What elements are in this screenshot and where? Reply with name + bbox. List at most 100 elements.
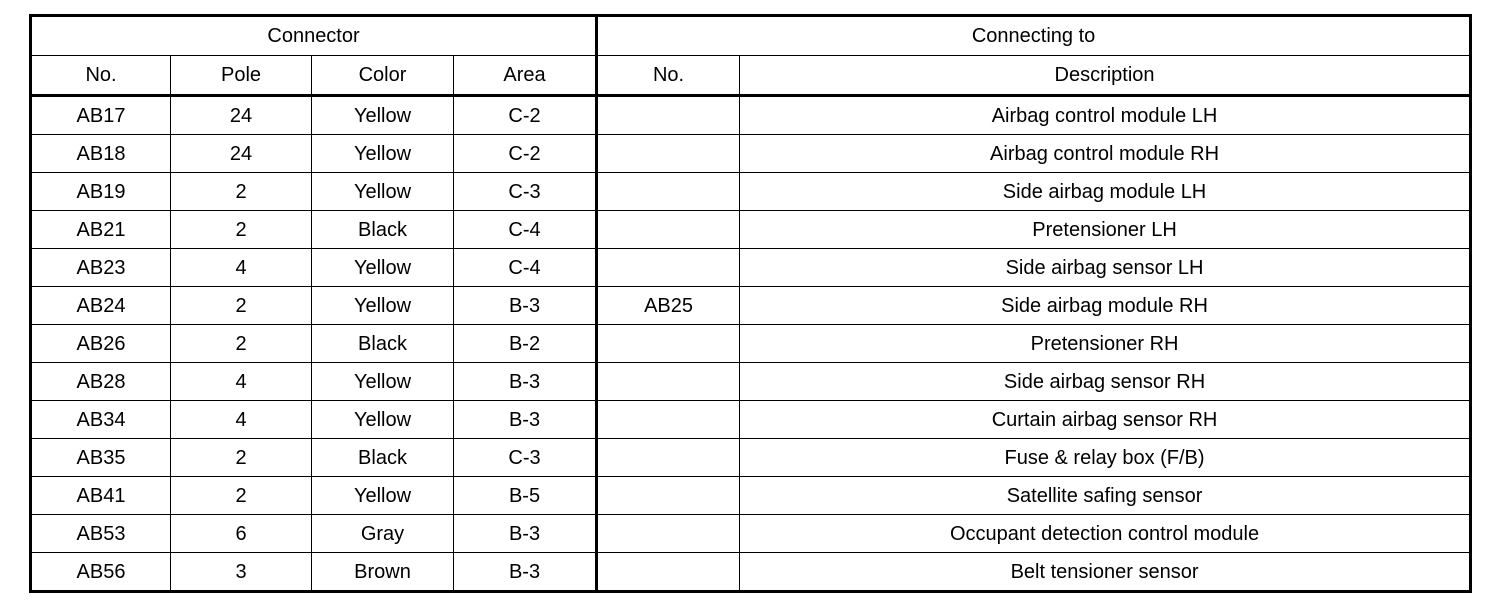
cell-pole: 2 <box>170 286 312 325</box>
cell-no: AB53 <box>30 514 171 553</box>
connector-table: Connector Connecting to No. Pole Color A… <box>29 14 1473 593</box>
table-row: AB17 24 Yellow C-2 Airbag control module… <box>30 95 1472 135</box>
cell-description: Occupant detection control module <box>739 514 1472 553</box>
cell-pole: 4 <box>170 248 312 287</box>
cell-no: AB21 <box>30 210 171 249</box>
cell-area: C-2 <box>452 95 599 135</box>
cell-pole: 24 <box>170 95 312 135</box>
cell-to-no <box>596 514 741 553</box>
cell-description: Satellite safing sensor <box>739 476 1472 515</box>
cell-area: B-3 <box>452 400 599 439</box>
cell-color: Black <box>311 438 454 477</box>
column-header-no: No. <box>30 55 171 97</box>
cell-color: Yellow <box>311 286 454 325</box>
cell-no: AB17 <box>30 95 171 135</box>
cell-description: Curtain airbag sensor RH <box>739 400 1472 439</box>
cell-pole: 3 <box>170 552 312 592</box>
cell-area: C-3 <box>452 172 599 211</box>
cell-color: Yellow <box>311 172 454 211</box>
cell-pole: 2 <box>170 476 312 515</box>
cell-description: Side airbag module LH <box>739 172 1472 211</box>
cell-no: AB23 <box>30 248 171 287</box>
cell-to-no <box>596 476 741 515</box>
column-header-pole: Pole <box>170 55 312 97</box>
cell-area: C-3 <box>452 438 599 477</box>
cell-no: AB24 <box>30 286 171 325</box>
cell-area: C-2 <box>452 134 599 173</box>
cell-description: Side airbag sensor LH <box>739 248 1472 287</box>
cell-no: AB35 <box>30 438 171 477</box>
cell-area: B-2 <box>452 324 599 363</box>
table-head: Connector Connecting to No. Pole Color A… <box>29 15 1472 97</box>
cell-area: B-3 <box>452 286 599 325</box>
cell-area: C-4 <box>452 210 599 249</box>
cell-no: AB26 <box>30 324 171 363</box>
table-row: AB28 4 Yellow B-3 Side airbag sensor RH <box>30 362 1472 401</box>
cell-pole: 2 <box>170 172 312 211</box>
table-row: AB35 2 Black C-3 Fuse & relay box (F/B) <box>30 438 1472 477</box>
cell-area: B-3 <box>452 362 599 401</box>
column-header-to-no: No. <box>596 55 741 97</box>
cell-to-no <box>596 210 741 249</box>
cell-description: Belt tensioner sensor <box>739 552 1472 592</box>
cell-description: Fuse & relay box (F/B) <box>739 438 1472 477</box>
table-row: AB41 2 Yellow B-5 Satellite safing senso… <box>30 476 1472 515</box>
cell-to-no <box>596 552 741 592</box>
group-header-connecting-to: Connecting to <box>596 15 1472 56</box>
cell-color: Yellow <box>311 400 454 439</box>
cell-description: Airbag control module LH <box>739 95 1472 135</box>
table-row: AB56 3 Brown B-3 Belt tensioner sensor <box>30 552 1472 592</box>
column-header-description: Description <box>739 55 1472 97</box>
cell-color: Yellow <box>311 248 454 287</box>
table-row: AB19 2 Yellow C-3 Side airbag module LH <box>30 172 1472 211</box>
table-body: AB17 24 Yellow C-2 Airbag control module… <box>30 95 1472 592</box>
cell-pole: 6 <box>170 514 312 553</box>
group-header-connector: Connector <box>29 15 599 56</box>
cell-color: Black <box>311 324 454 363</box>
cell-description: Airbag control module RH <box>739 134 1472 173</box>
cell-to-no <box>596 362 741 401</box>
table-row: AB18 24 Yellow C-2 Airbag control module… <box>30 134 1472 173</box>
cell-color: Brown <box>311 552 454 592</box>
column-header-row: No. Pole Color Area No. Description <box>30 55 1472 97</box>
cell-no: AB19 <box>30 172 171 211</box>
cell-color: Black <box>311 210 454 249</box>
cell-description: Side airbag module RH <box>739 286 1472 325</box>
cell-to-no <box>596 324 741 363</box>
table-row: AB26 2 Black B-2 Pretensioner RH <box>30 324 1472 363</box>
cell-pole: 4 <box>170 362 312 401</box>
cell-no: AB28 <box>30 362 171 401</box>
cell-to-no: AB25 <box>596 286 741 325</box>
cell-pole: 4 <box>170 400 312 439</box>
table-row: AB23 4 Yellow C-4 Side airbag sensor LH <box>30 248 1472 287</box>
cell-no: AB41 <box>30 476 171 515</box>
cell-to-no <box>596 172 741 211</box>
column-header-area: Area <box>452 55 599 97</box>
cell-color: Yellow <box>311 362 454 401</box>
cell-description: Pretensioner LH <box>739 210 1472 249</box>
column-header-color: Color <box>311 55 454 97</box>
cell-color: Gray <box>311 514 454 553</box>
cell-pole: 2 <box>170 210 312 249</box>
cell-area: C-4 <box>452 248 599 287</box>
cell-no: AB34 <box>30 400 171 439</box>
cell-no: AB56 <box>30 552 171 592</box>
cell-to-no <box>596 400 741 439</box>
table-row: AB34 4 Yellow B-3 Curtain airbag sensor … <box>30 400 1472 439</box>
table-row: AB24 2 Yellow B-3 AB25 Side airbag modul… <box>30 286 1472 325</box>
cell-pole: 24 <box>170 134 312 173</box>
cell-description: Pretensioner RH <box>739 324 1472 363</box>
cell-description: Side airbag sensor RH <box>739 362 1472 401</box>
cell-no: AB18 <box>30 134 171 173</box>
cell-to-no <box>596 134 741 173</box>
cell-to-no <box>596 248 741 287</box>
cell-area: B-5 <box>452 476 599 515</box>
group-header-row: Connector Connecting to <box>29 15 1472 56</box>
cell-color: Yellow <box>311 134 454 173</box>
table-row: AB53 6 Gray B-3 Occupant detection contr… <box>30 514 1472 553</box>
cell-area: B-3 <box>452 514 599 553</box>
cell-to-no <box>596 95 741 135</box>
cell-to-no <box>596 438 741 477</box>
cell-area: B-3 <box>452 552 599 592</box>
